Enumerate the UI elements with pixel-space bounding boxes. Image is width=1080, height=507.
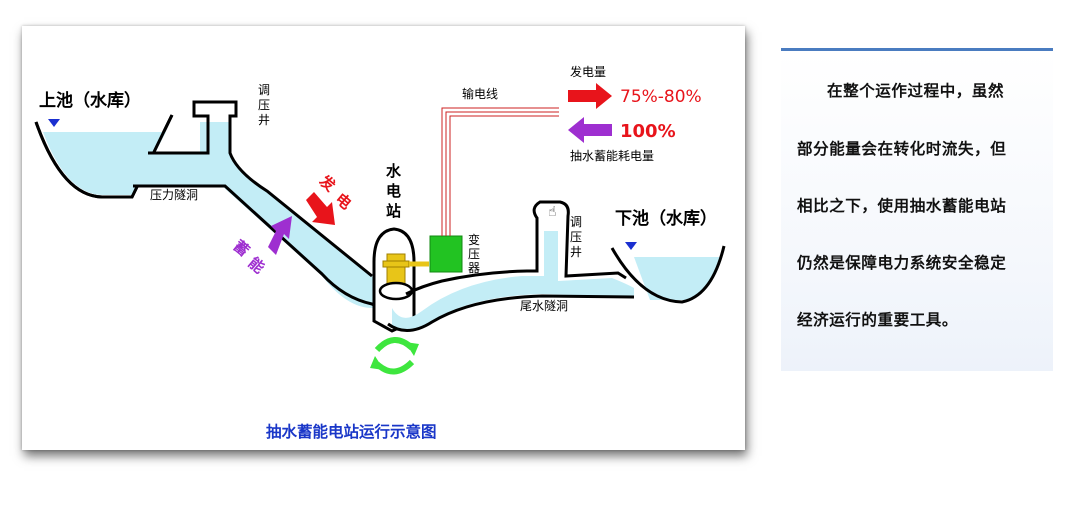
consumption-label: 抽水蓄能耗电量 — [570, 149, 654, 163]
power-station-label-3: 站 — [386, 202, 401, 220]
water-level-marker-upper — [48, 119, 60, 127]
generate-label-2: 电 — [332, 190, 355, 213]
tailrace-tunnel-bottom — [387, 294, 635, 332]
power-station-label-2: 电 — [386, 182, 401, 200]
diagram-caption: 抽水蓄能电站运行示意图 — [266, 422, 437, 441]
pressure-tunnel-label: 压力隧洞 — [150, 187, 198, 202]
pressure-tunnel-bottom — [133, 184, 381, 310]
store-label-1: 蓄 — [230, 237, 253, 260]
summary-line-3: 相比之下，使用抽水蓄能电站 — [797, 197, 1007, 215]
output-label: 发电量 — [570, 64, 606, 79]
transmission-line — [441, 107, 559, 236]
surge-shaft-right-label-2: 压 — [570, 230, 582, 244]
store-arrow — [268, 216, 292, 255]
surge-shaft-right-label-1: 调 — [570, 215, 582, 229]
generator-cap — [382, 260, 410, 268]
cycle-arrow-top — [374, 337, 415, 353]
summary-panel: 在整个运作过程中，虽然 部分能量会在转化时流失，但 相比之下，使用抽水蓄能电站 … — [781, 48, 1053, 371]
generate-label-1: 发 — [315, 171, 340, 196]
pumped-storage-diagram: ☝ 上池（水库） 下池（水库） 调 压 井 调 压 井 压力隧洞 尾水隧洞 输电… — [34, 64, 726, 441]
upper-reservoir-label: 上池（水库） — [39, 90, 141, 111]
summary-line-1: 在整个运作过程中，虽然 — [827, 82, 1005, 100]
transformer-label-3: 器 — [468, 261, 480, 275]
surge-shaft-left-label-3: 井 — [258, 113, 270, 127]
diagram-card: ☝ 上池（水库） 下池（水库） 调 压 井 调 压 井 压力隧洞 尾水隧洞 输电… — [22, 26, 745, 450]
generate-arrow — [306, 192, 335, 225]
tailrace-tunnel-label: 尾水隧洞 — [520, 298, 568, 313]
surge-shaft-right-label-3: 井 — [570, 245, 582, 259]
cycle-arrowhead-top — [405, 342, 419, 356]
cycle-arrow-bottom — [374, 359, 415, 375]
upper-reservoir-basin-edge — [34, 114, 174, 199]
tailrace-tunnel-water — [392, 231, 634, 330]
lower-reservoir-basin — [610, 245, 726, 304]
lower-reservoir-water — [634, 257, 722, 300]
cycle-arrowhead-bottom — [370, 356, 384, 370]
turbine — [378, 281, 414, 301]
transformer-label-2: 压 — [468, 247, 480, 261]
water-level-marker-lower — [625, 242, 637, 250]
summary-line-4: 仍然是保障电力系统安全稳定 — [797, 254, 1007, 272]
pressure-tunnel-water — [133, 122, 392, 308]
tailrace-tunnel-top — [405, 200, 627, 296]
transmission-line-label: 输电线 — [462, 86, 498, 101]
output-arrow — [568, 83, 612, 109]
consumption-arrow — [568, 117, 612, 143]
store-label-2: 能 — [245, 254, 268, 277]
transmission-line-3 — [449, 115, 559, 236]
summary-line-2: 部分能量会在转化时流失，但 — [797, 140, 1007, 158]
transformer-label-1: 变 — [468, 232, 480, 247]
surge-shaft-left-label-1: 调 — [258, 83, 270, 97]
summary-line-5: 经济运行的重要工具。 — [797, 311, 959, 329]
generator-unit — [386, 253, 406, 285]
surge-shaft-left-label-2: 压 — [258, 98, 270, 112]
hand-cursor-icon: ☝ — [548, 204, 557, 220]
transformer-box — [429, 235, 463, 273]
consumption-value: 100% — [620, 121, 676, 142]
transmission-line-2 — [445, 111, 559, 236]
pressure-tunnel-top — [148, 100, 373, 278]
output-value: 75%-80% — [620, 87, 702, 107]
lower-reservoir-label: 下池（水库） — [615, 208, 717, 229]
power-station-label-1: 水 — [386, 162, 402, 180]
